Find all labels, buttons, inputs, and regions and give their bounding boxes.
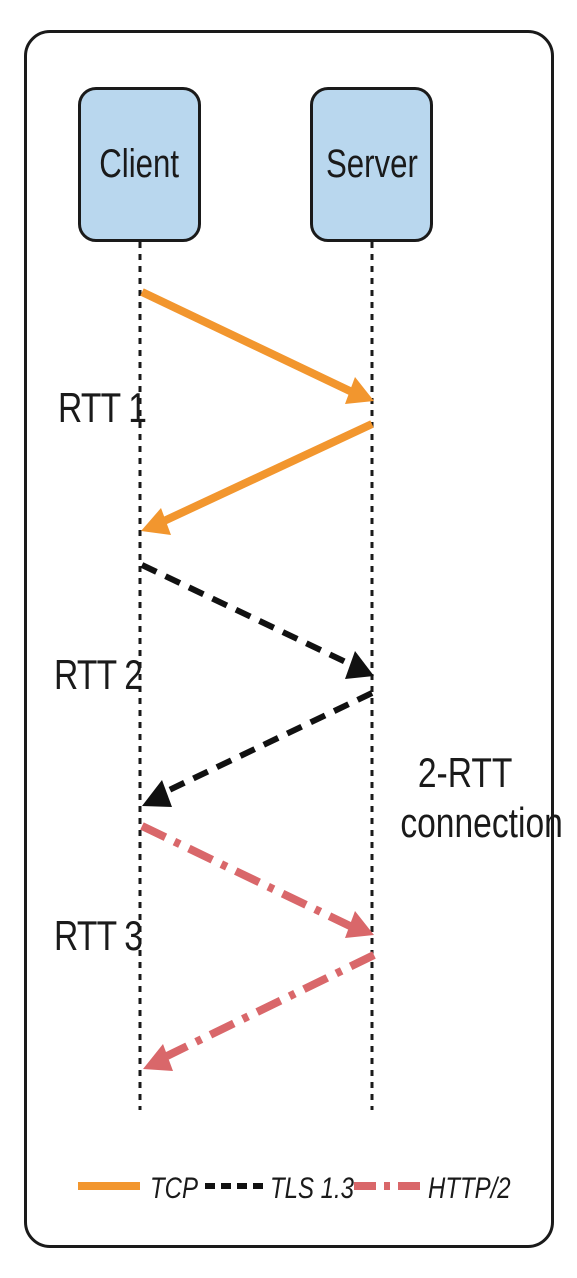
connection-annotation: 2-RTT connection	[380, 748, 563, 848]
rtt-2-text: RTT 2	[54, 651, 143, 698]
rtt-1-label: RTT 1	[58, 384, 168, 432]
connection-line-2: connection	[400, 799, 563, 846]
tcp-request-arrowhead	[345, 377, 374, 404]
client-node: Client	[78, 87, 201, 242]
tcp-request-arrow	[140, 288, 354, 396]
legend-tls-label: TLS 1.3	[270, 1170, 354, 1204]
server-node: Server	[310, 87, 433, 242]
rtt-2-label: RTT 2	[54, 651, 164, 699]
connection-line-1: 2-RTT	[417, 749, 513, 796]
rtt-3-label: RTT 3	[54, 912, 164, 960]
tcp-response-arrowhead	[141, 508, 171, 535]
rtt-1-text: RTT 1	[58, 384, 147, 431]
legend-tcp-label: TCP	[150, 1170, 198, 1204]
http2-response-arrowhead	[143, 1044, 173, 1071]
tcp-response-arrow	[162, 420, 374, 525]
http2-response-arrow	[165, 951, 376, 1060]
rtt-3-text: RTT 3	[54, 912, 143, 959]
server-label: Server	[325, 142, 418, 186]
tls-request-arrowhead	[345, 651, 374, 679]
tls-response-arrowhead	[142, 780, 172, 807]
http2-request-arrow	[140, 822, 352, 930]
tls-response-arrow	[163, 690, 374, 795]
tls-request-arrow	[140, 562, 354, 668]
legend-http2-label: HTTP/2	[428, 1170, 511, 1204]
client-label: Client	[99, 142, 180, 186]
legend: TCP TLS 1.3 HTTP/2	[78, 1170, 511, 1205]
http2-request-arrowhead	[345, 911, 374, 938]
